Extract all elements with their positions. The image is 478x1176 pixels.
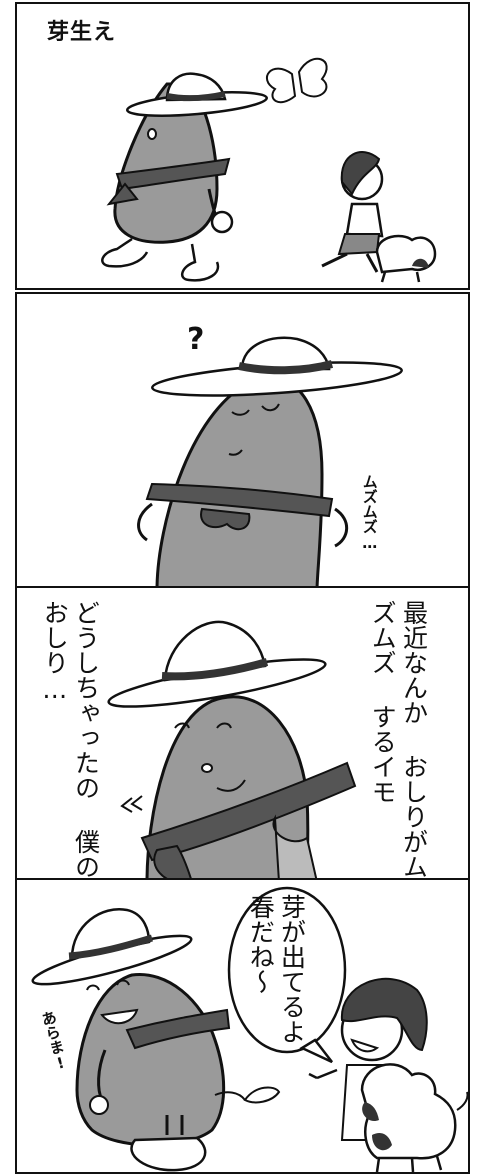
panel-3-art <box>107 620 357 878</box>
question-mark: ? <box>187 322 205 357</box>
panel-1-art <box>101 57 437 283</box>
speech-what-happened: どうしちゃったの 僕のおしり… <box>40 600 101 879</box>
speech-sprout: 芽が出てるよ 春だね〜 <box>246 894 307 1044</box>
panel-1: 芽生え <box>15 2 470 290</box>
caption-itch: 最近なんか おしりがムズムズ するイモ <box>368 600 429 879</box>
panel-2: ? ムズムズ… <box>15 292 470 588</box>
panel-4: 芽が出てるよ 春だね〜 あらま! <box>15 878 470 1174</box>
panel-3: 最近なんか おしりがムズムズ するイモ どうしちゃったの 僕のおしり… <box>15 586 470 880</box>
comic-title: 芽生え <box>47 20 117 45</box>
sfx-muzumuzu: ムズムズ… <box>360 474 379 552</box>
panel-2-art <box>137 336 403 586</box>
panel-4-art <box>31 886 468 1172</box>
